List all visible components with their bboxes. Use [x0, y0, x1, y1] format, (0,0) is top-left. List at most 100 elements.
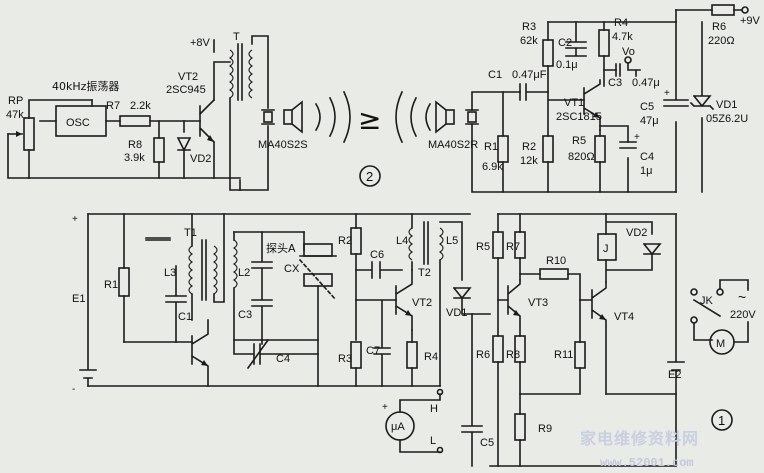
- jk-switch-blade: [692, 298, 722, 318]
- t-label: T: [233, 31, 240, 43]
- rx-c4-label: C4: [640, 151, 654, 163]
- c3-capacitor: [251, 231, 273, 341]
- relay-label: J: [603, 243, 609, 255]
- r8-resistor: [153, 137, 165, 163]
- c5-label: C5: [480, 437, 494, 449]
- watermark-text: 家电维修资料网: [580, 429, 699, 448]
- rx-r3-label: R3: [522, 21, 536, 33]
- r8-label: R8: [506, 349, 520, 361]
- meter-label: μA: [391, 421, 405, 433]
- r6-resistor: [492, 335, 504, 363]
- rx-r3-value: 62k: [520, 35, 538, 47]
- osc-title: 40kHz振荡器: [52, 79, 119, 93]
- rp-label: RP: [8, 95, 23, 107]
- r11-resistor: [574, 341, 586, 369]
- r7-resistor: [514, 231, 526, 259]
- rp-value: 47k: [6, 109, 24, 121]
- rx-c1-value: 0.47μF: [512, 69, 547, 81]
- rx-r3-resistor: [542, 39, 554, 67]
- vt2-label: VT2: [412, 297, 432, 309]
- rp-wires: [7, 99, 93, 179]
- rx-transducer-label: MA40S2R: [428, 139, 478, 151]
- vd2-label: VD2: [190, 153, 211, 165]
- rx-r4-value: 4.7k: [612, 31, 633, 43]
- tx-speaker-box: [283, 109, 293, 125]
- t1-label: T1: [184, 227, 197, 239]
- relay-j: [597, 233, 617, 261]
- rx-c1-capacitor: [519, 83, 549, 101]
- fig2-transmitter: RP 47k 40kHz振荡器 OSC R7 2.2k R8 3.9k VD2 …: [6, 31, 432, 191]
- cx-label: CX: [284, 263, 300, 275]
- rx-speaker-cone: [435, 100, 448, 134]
- svg-text:-: -: [72, 384, 75, 395]
- rp-wiper-arrow: [16, 131, 22, 137]
- t-secondary-coil: [248, 49, 253, 99]
- fig2-number: 2: [366, 169, 373, 184]
- r2-label: R2: [338, 235, 352, 247]
- rx-waves: [395, 90, 432, 144]
- rp-resistor: [23, 117, 35, 151]
- vo-label: Vo: [622, 46, 635, 58]
- r8-resistor: [514, 335, 526, 363]
- r10-resistor: [539, 268, 569, 280]
- rx-r5-resistor: [594, 135, 606, 163]
- rx-r1-resistor: [497, 135, 509, 163]
- r7-label: R7: [506, 241, 520, 253]
- h-label: H: [430, 403, 438, 415]
- c4-capacitor: [233, 339, 319, 365]
- rx-r2-label: R2: [522, 141, 536, 153]
- l5-label: L5: [446, 235, 458, 247]
- jk-label: JK: [700, 295, 714, 307]
- vd1-label: VD1: [446, 307, 467, 319]
- t-primary-coil: [229, 49, 234, 99]
- c5-capacitor: [461, 313, 483, 467]
- rx-c2-capacitor: [565, 21, 587, 57]
- tx-supply-label: +8V: [190, 37, 211, 49]
- jk-contact-c: [690, 316, 698, 324]
- rx-r5-value: 820Ω: [568, 151, 595, 163]
- rx-r1-label: R1: [484, 141, 498, 153]
- c6-capacitor: [355, 261, 403, 279]
- wave-arrow: ≥: [358, 103, 381, 136]
- l3-coil: [188, 245, 193, 295]
- c3-label: C3: [238, 309, 252, 321]
- c4-label: C4: [276, 353, 290, 365]
- vt4-label: VT4: [614, 311, 634, 323]
- fig1-number-circle: [711, 409, 733, 431]
- fig1-circuit: E1 + - R1 T1 L3 C1 L2 C3 C4 探头A: [72, 213, 756, 467]
- e2-battery: [667, 213, 685, 467]
- r3-resistor: [350, 341, 362, 369]
- svg-text:+: +: [382, 402, 388, 413]
- vt3-label: VT3: [528, 297, 548, 309]
- rx-r4-resistor: [598, 29, 610, 57]
- l5-coil: [439, 227, 444, 261]
- rx-r6-resistor: [711, 4, 735, 16]
- rx-vt1-label: VT1: [564, 97, 584, 109]
- rx-r2-value: 12k: [520, 155, 538, 167]
- l4-coil: [408, 227, 413, 261]
- osc-label: OSC: [66, 117, 90, 129]
- ac-value: 220V: [730, 309, 756, 321]
- probe-plate-a: [303, 243, 333, 257]
- r11-label: R11: [554, 349, 573, 361]
- rx-c3-value: 0.47μ: [632, 77, 660, 89]
- rx-r1-value: 6.9k: [482, 161, 503, 173]
- rx-vt1-type: 2SC1815: [556, 111, 602, 123]
- jk-contact-b: [716, 288, 724, 296]
- rx-vd1-label: VD1: [716, 99, 737, 111]
- ground-stub: [145, 237, 171, 241]
- r3-label: R3: [338, 353, 352, 365]
- l2-label: L2: [238, 267, 250, 279]
- l2-coil: [233, 239, 238, 289]
- rx-supply-terminal: [741, 6, 749, 14]
- e1-label: E1: [72, 293, 85, 305]
- rx-c3-label: C3: [608, 77, 622, 89]
- vt4-transistor: [579, 281, 607, 395]
- e2-label: E2: [668, 369, 681, 381]
- t1-secondary: [213, 245, 218, 295]
- r5-resistor: [492, 231, 504, 259]
- fig2-number-circle: [359, 165, 381, 187]
- t1-core: [201, 239, 207, 301]
- vt2-transistor: [198, 98, 216, 179]
